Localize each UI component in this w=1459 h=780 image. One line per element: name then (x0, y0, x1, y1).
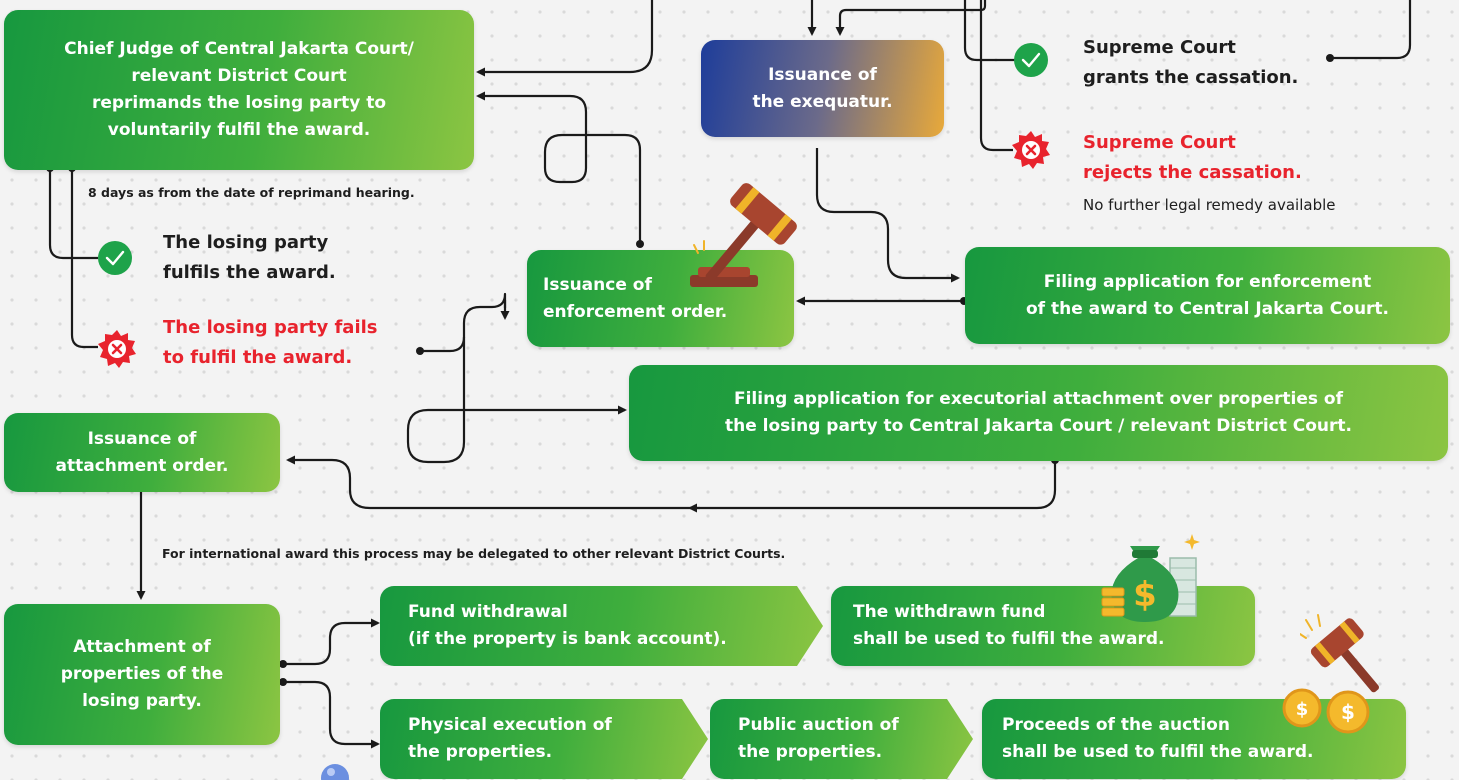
attachment-order-box: Issuance of attachment order. (4, 413, 280, 492)
filing-enforcement-box: Filing application for enforcement of th… (965, 247, 1450, 344)
gavel-icon (690, 183, 797, 287)
cross-badge-icon (98, 330, 136, 368)
balloon-icon (321, 764, 349, 780)
public-auction-box: Public auction of the properties. (710, 699, 973, 779)
exequatur-box: Issuance of the exequatur. (701, 40, 944, 137)
attachment-of-properties-box: Attachment of properties of the losing p… (4, 604, 280, 745)
coins-icon: $ $ (1282, 688, 1370, 734)
international-note: For international award this process may… (162, 546, 786, 561)
enforcement-order-box: Issuance of enforcement order. (527, 250, 794, 347)
svg-text:$: $ (1341, 700, 1355, 724)
cassation-rejected-text: Supreme Court rejects the cassation. (1083, 132, 1302, 183)
gavel-icon (1300, 614, 1379, 693)
party-fulfils-text: The losing party fulfils the award. (163, 232, 336, 283)
svg-text:$: $ (1133, 575, 1157, 615)
cross-badge-icon (1012, 131, 1050, 169)
no-remedy-text: No further legal remedy available (1083, 196, 1336, 214)
physical-execution-box: Physical execution of the properties. (380, 699, 708, 779)
check-icon (98, 241, 132, 275)
cassation-granted-text: Supreme Court grants the cassation. (1083, 37, 1299, 88)
check-icon (1014, 43, 1048, 77)
money-bag-icon: $ (1101, 534, 1200, 622)
withdrawn-fund-box: The withdrawn fund shall be used to fulf… (831, 586, 1255, 666)
filing-attachment-box: Filing application for executorial attac… (629, 365, 1448, 461)
party-fails-text: The losing party fails to fulfil the awa… (163, 317, 378, 368)
fund-withdrawal-box: Fund withdrawal (if the property is bank… (380, 586, 823, 666)
svg-text:$: $ (1296, 699, 1309, 720)
eight-days-note: 8 days as from the date of reprimand hea… (88, 185, 415, 200)
chief-judge-box: Chief Judge of Central Jakarta Court/ re… (4, 10, 474, 170)
